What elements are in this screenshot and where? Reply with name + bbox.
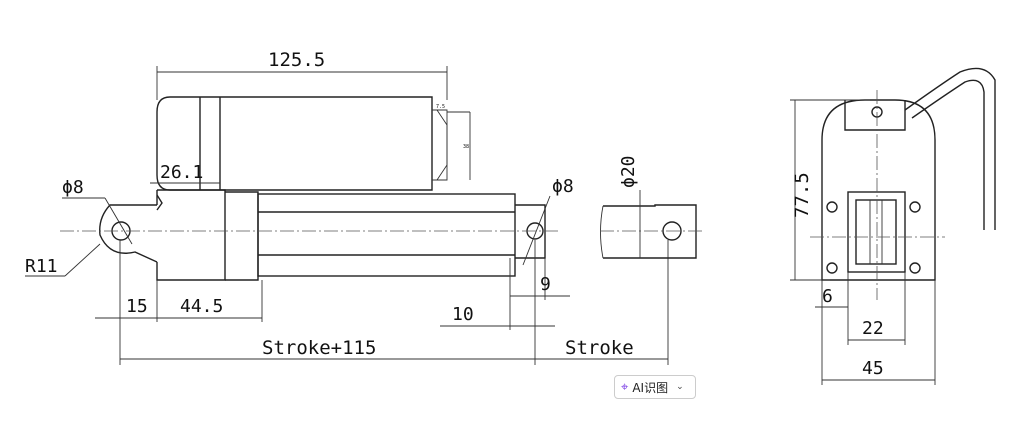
- label-rod-diameter: ϕ20: [618, 155, 639, 188]
- label-rear-to-body: 15: [126, 296, 148, 317]
- label-total-width: 45: [862, 358, 884, 379]
- label-front-hole: ϕ8: [552, 176, 574, 197]
- end-view: 77.5 6 22 45: [790, 67, 996, 385]
- label-rear-hole: ϕ8: [62, 177, 84, 198]
- label-rear-radius: R11: [25, 256, 58, 277]
- bottom-dimensions: 15 44.5 9 10 Stroke+115 Stroke: [95, 240, 669, 365]
- actuator-tube: [257, 193, 546, 277]
- label-mount-offset: 6: [822, 286, 833, 307]
- label-rod-end-a: 10: [452, 304, 474, 325]
- extended-rod-view: ϕ20: [600, 155, 705, 259]
- ai-recognize-button[interactable]: ⌖ AI识图 ⌄: [614, 375, 696, 399]
- label-overall-length: 125.5: [268, 49, 325, 71]
- gearbox: [156, 189, 226, 281]
- label-height: 77.5: [791, 172, 813, 218]
- label-small-b: 38: [463, 144, 469, 150]
- label-inner-width: 22: [862, 318, 884, 339]
- label-body-segment: 44.5: [180, 296, 223, 317]
- ai-scan-icon: ⌖: [621, 379, 629, 395]
- label-rod-end-b: 9: [540, 274, 551, 295]
- label-motor-offset: 26.1: [160, 162, 203, 183]
- chevron-down-icon: ⌄: [676, 382, 684, 392]
- dim-overall-length: 125.5: [156, 49, 448, 100]
- ai-button-label: AI识图: [632, 380, 669, 395]
- motor-body: 7.5 38: [156, 96, 471, 191]
- label-stroke: Stroke: [565, 337, 634, 359]
- label-small-a: 7.5: [436, 104, 445, 110]
- label-retracted-length: Stroke+115: [262, 337, 376, 359]
